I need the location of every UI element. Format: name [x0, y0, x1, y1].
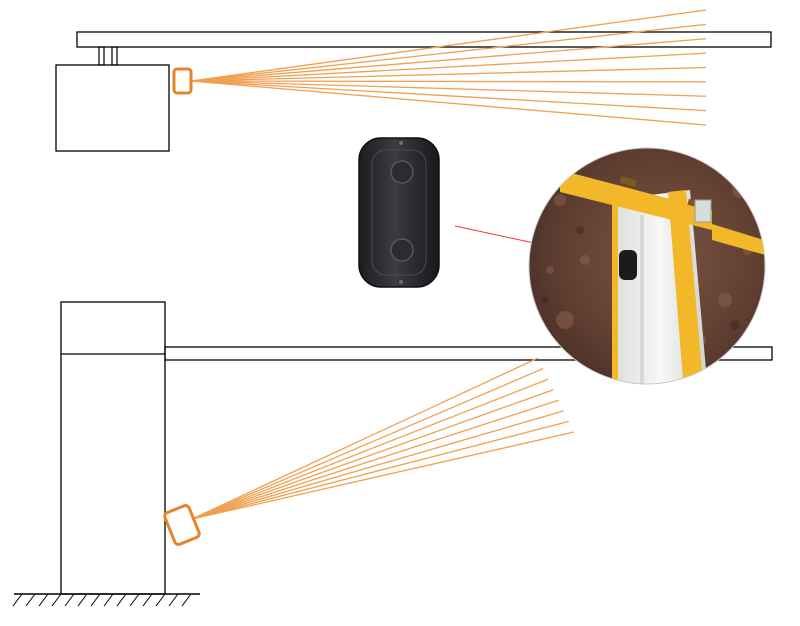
ground-hatch — [104, 594, 113, 606]
bottom-beam-ray — [192, 421, 569, 519]
radar-sensor-product — [359, 138, 439, 287]
radar-sensor-icon — [359, 138, 439, 287]
ground-hatch — [169, 594, 178, 606]
ground-line — [13, 594, 200, 606]
top-motor-housing — [56, 65, 169, 151]
ground-hatch — [91, 594, 100, 606]
ground-hatch — [156, 594, 165, 606]
bottom-radar-beam — [192, 358, 574, 519]
bottom-beam-ray — [192, 369, 543, 519]
ground-hatch — [52, 594, 61, 606]
top-arm-bracket-right — [112, 47, 117, 65]
barrier-gate-photo — [529, 148, 790, 392]
bottom-beam-ray — [192, 432, 574, 519]
top-beam-ray — [191, 81, 706, 82]
bottom-radar-sensor-icon — [164, 504, 201, 545]
top-radar-beam — [191, 10, 706, 125]
bottom-beam-ray — [192, 400, 559, 519]
ground-hatch — [117, 594, 126, 606]
sensor-lower-screw-icon — [391, 239, 413, 261]
ground-hatch — [182, 594, 191, 606]
top-boom-arm — [77, 32, 771, 47]
sensor-upper-screw-icon — [391, 161, 413, 183]
ground-hatch — [143, 594, 152, 606]
top-beam-ray — [191, 53, 706, 81]
bottom-barrier-cabinet — [61, 302, 165, 594]
bottom-beam-ray — [192, 390, 553, 519]
top-radar-sensor-icon — [174, 69, 191, 93]
bottom-beam-ray — [192, 358, 538, 519]
top-setup — [56, 10, 771, 151]
bottom-beam-ray — [192, 411, 564, 519]
ground-hatch — [130, 594, 139, 606]
top-beam-ray — [191, 81, 706, 125]
ground-hatch — [13, 594, 22, 606]
ground-hatch — [39, 594, 48, 606]
top-arm-bracket-left — [99, 47, 104, 65]
top-beam-ray — [191, 81, 706, 111]
bottom-beam-ray — [192, 379, 548, 519]
ground-hatch — [26, 594, 35, 606]
ground-hatch — [78, 594, 87, 606]
ground-hatch — [65, 594, 74, 606]
top-beam-ray — [191, 81, 706, 96]
top-beam-ray — [191, 24, 706, 81]
